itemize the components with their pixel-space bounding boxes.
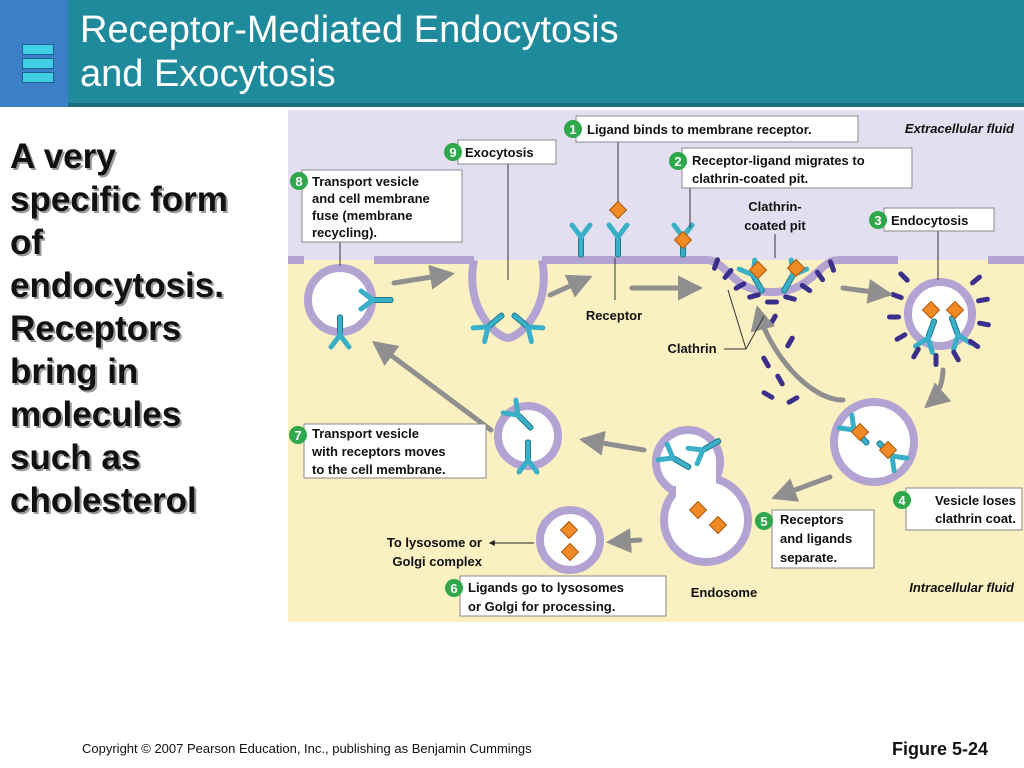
side-line: A very (10, 137, 116, 176)
step-7-number: 7 (294, 428, 301, 443)
step-4-number: 4 (898, 493, 906, 508)
step-3-text: Endocytosis (891, 213, 968, 228)
step-5-text-2: and ligands (780, 531, 852, 546)
clathrin-pit-label: Clathrin- coated pit (744, 199, 806, 258)
recycling-vesicle (494, 402, 562, 470)
step-8-number: 8 (295, 174, 302, 189)
to-lysosome-label: To lysosome or Golgi complex (387, 535, 534, 569)
slide-title: Receptor-Mediated Endocytosis and Exocyt… (80, 8, 619, 96)
svg-text:To lysosome or: To lysosome or (387, 535, 482, 550)
step-5-text-1: Receptors (780, 512, 844, 527)
copyright-text: Copyright © 2007 Pearson Education, Inc.… (82, 741, 532, 756)
step-7-text-3: to the cell membrane. (312, 462, 446, 477)
side-line: specific form (10, 180, 228, 219)
endocytosis-diagram: 1 Ligand binds to membrane receptor. Ext… (288, 110, 1024, 622)
step-7-text-1: Transport vesicle (312, 426, 419, 441)
step-8: 8 Transport vesicle and cell membrane fu… (290, 169, 463, 266)
step-5-text-3: separate. (780, 550, 837, 565)
step-7: 7 Transport vesicle with receptors moves… (289, 423, 487, 479)
step-5: 5 Receptors and ligands separate. (755, 509, 875, 569)
step-1-text: Ligand binds to membrane receptor. (587, 122, 812, 137)
step-6-text-1: Ligands go to lysosomes (468, 580, 624, 595)
step-4-text-1: Vesicle loses (935, 493, 1016, 508)
extracellular-label: Extracellular fluid (905, 121, 1015, 136)
endosome-label: Endosome (691, 585, 757, 600)
side-line: cholesterol (10, 481, 197, 520)
side-line: endocytosis. (10, 266, 224, 305)
side-line: of (10, 223, 44, 262)
step-6-number: 6 (450, 581, 457, 596)
side-line: molecules (10, 395, 182, 434)
svg-text:Golgi complex: Golgi complex (392, 554, 482, 569)
svg-text:Clathrin: Clathrin (667, 341, 716, 356)
side-line: bring in (10, 352, 139, 391)
step-9-text: Exocytosis (465, 145, 534, 160)
side-line: such as (10, 438, 141, 477)
step-5-number: 5 (760, 514, 767, 529)
intracellular-label: Intracellular fluid (909, 580, 1015, 595)
process-arrows (371, 264, 952, 554)
uncoated-vesicle (830, 398, 918, 486)
step-3: 3 Endocytosis (869, 207, 995, 280)
step-1: 1 Ligand binds to membrane receptor. (564, 115, 859, 202)
step-9-number: 9 (449, 145, 456, 160)
slide-header: Receptor-Mediated Endocytosis and Exocyt… (0, 0, 1024, 107)
step-9: 9 Exocytosis (444, 139, 557, 280)
step-4-text-2: clathrin coat. (935, 511, 1016, 526)
step-7-text-2: with receptors moves (311, 444, 446, 459)
step-6: 6 Ligands go to lysosomes or Golgi for p… (445, 575, 667, 617)
figure-label: Figure 5-24 (891, 739, 988, 759)
side-description: A very specific form of endocytosis. Rec… (10, 135, 280, 522)
step-3-number: 3 (874, 213, 881, 228)
step-2: 2 Receptor-ligand migrates to clathrin-c… (669, 147, 913, 228)
clathrin-label: Clathrin (667, 289, 765, 356)
title-line-1: Receptor-Mediated Endocytosis (80, 9, 619, 51)
svg-text:Receptor: Receptor (586, 308, 642, 323)
step-8-text-1: Transport vesicle (312, 174, 419, 189)
side-line: Receptors (10, 309, 182, 348)
step-1-number: 1 (569, 122, 576, 137)
step-8-text-2: and cell membrane (312, 191, 430, 206)
step-2-text-2: clathrin-coated pit. (692, 171, 808, 186)
clathrin-pit-membrane (707, 256, 838, 297)
receptor-label: Receptor (586, 258, 642, 323)
title-line-2: and Exocytosis (80, 53, 336, 95)
lysosome-vesicle (536, 506, 604, 574)
step-8-text-4: recycling). (312, 225, 377, 240)
step-8-text-3: fuse (membrane (312, 208, 412, 223)
step-4: 4 Vesicle loses clathrin coat. (893, 487, 1023, 531)
svg-text:coated pit: coated pit (744, 218, 806, 233)
menu-icon (0, 0, 68, 107)
svg-text:Clathrin-: Clathrin- (748, 199, 801, 214)
step-2-number: 2 (674, 154, 681, 169)
step-6-text-2: or Golgi for processing. (468, 599, 615, 614)
plasma-membrane (288, 256, 1024, 343)
step-2-text-1: Receptor-ligand migrates to (692, 153, 865, 168)
